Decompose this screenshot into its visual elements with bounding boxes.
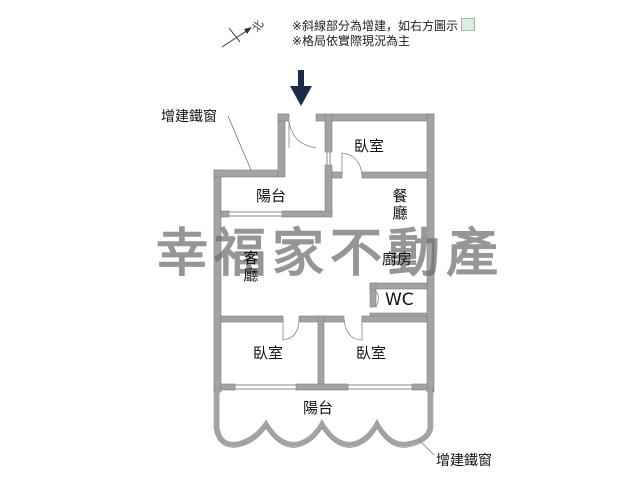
entrance-arrow-icon bbox=[290, 70, 312, 106]
room-wc: WC bbox=[385, 290, 414, 310]
room-bedroom-top: 臥室 bbox=[354, 137, 385, 155]
room-balcony-bottom: 陽台 bbox=[303, 399, 334, 417]
room-balcony-top: 陽台 bbox=[256, 187, 287, 205]
room-bedroom-right: 臥室 bbox=[356, 344, 387, 362]
addition-note: ※斜線部分為增建，如右方圖示 bbox=[292, 18, 476, 34]
room-living: 客廳 bbox=[243, 249, 259, 284]
layout-note: ※格局依實際現況為主 bbox=[292, 34, 411, 48]
callout-leader-top bbox=[227, 115, 252, 171]
room-kitchen: 廚房 bbox=[382, 250, 413, 268]
room-bedroom-left: 臥室 bbox=[253, 344, 284, 362]
callout-leader-bottom bbox=[419, 440, 435, 456]
watermark: 幸福家不動產 bbox=[156, 224, 505, 284]
callout-iron-window-bottom: 增建鐵窗 bbox=[436, 453, 492, 469]
north-arrow-icon bbox=[221, 27, 252, 48]
addition-legend-swatch bbox=[461, 18, 476, 31]
room-dining: 餐廳 bbox=[392, 187, 408, 222]
callout-iron-window-top: 增建鐵窗 bbox=[161, 109, 217, 125]
